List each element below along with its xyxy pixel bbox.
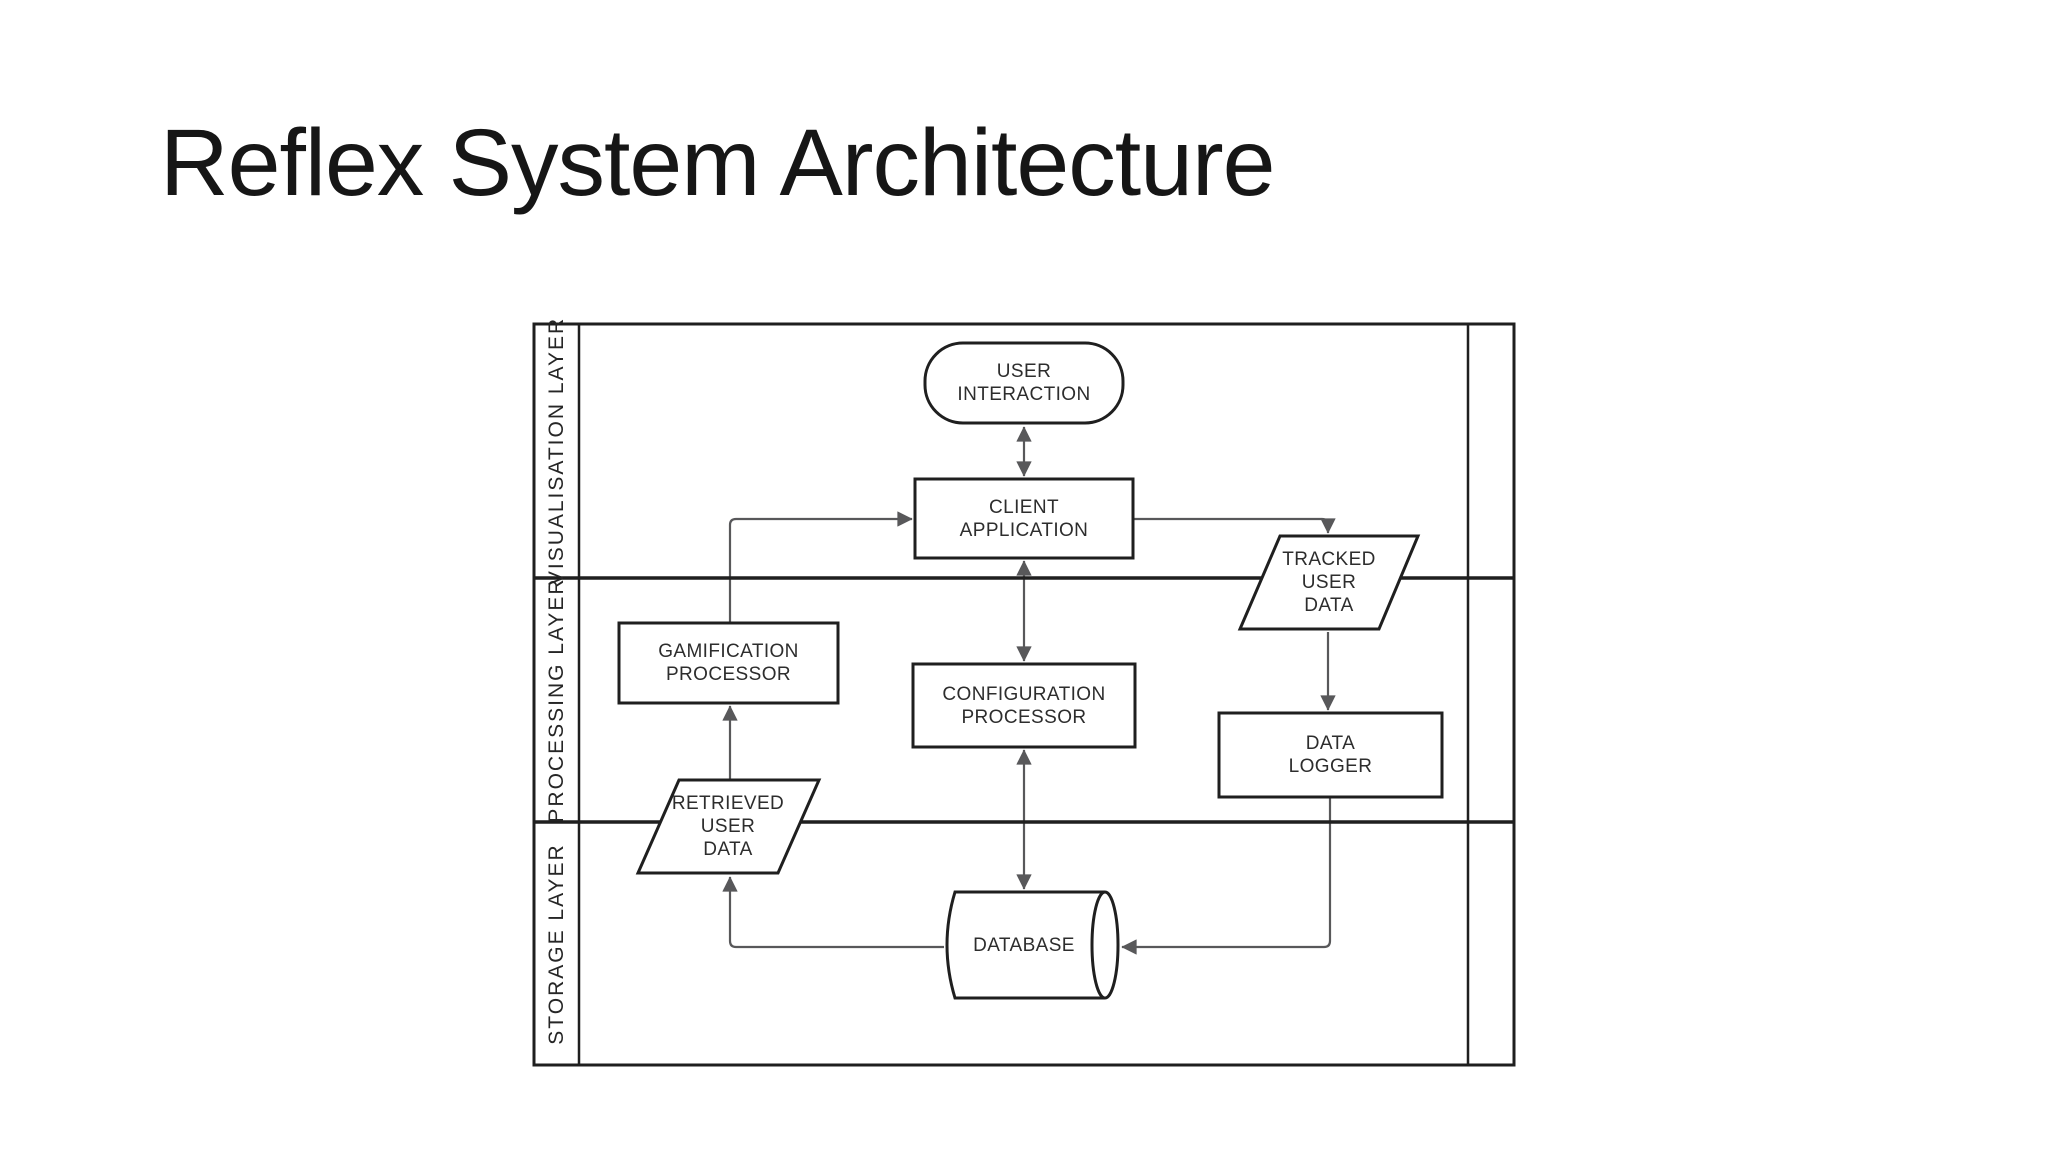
node-label-line: DATA xyxy=(1304,595,1354,616)
node-label-line: DATA xyxy=(1305,733,1356,754)
node-tracked-user-data: TRACKED USER DATA xyxy=(1254,536,1404,629)
node-user-interaction: USER INTERACTION xyxy=(925,343,1123,423)
node-label-line: RETRIEVED xyxy=(671,793,785,814)
node-label-line: DATA xyxy=(703,839,753,860)
node-client-application: CLIENT APPLICATION xyxy=(915,479,1133,558)
node-label-line: PROCESSOR xyxy=(961,706,1087,728)
node-user-interaction-shape xyxy=(923,341,1125,425)
node-data-logger-shape xyxy=(1217,711,1444,799)
node-label-line: INTERACTION xyxy=(957,384,1091,405)
node-label-line: LOGGER xyxy=(1288,756,1373,777)
node-retrieved-user-data: RETRIEVED USER DATA xyxy=(653,780,803,873)
node-label-line: USER xyxy=(700,816,756,837)
node-data-logger: DATA LOGGER xyxy=(1219,713,1442,797)
layer-label-visualisation: VISUALISATION LAYER xyxy=(545,316,568,586)
node-label-line: DATABASE xyxy=(973,934,1075,956)
node-tracked-user-data-shape xyxy=(1237,534,1421,631)
edge-client-application-tracked-user-data-arrow xyxy=(1133,517,1336,534)
node-retrieved-user-data-shape xyxy=(635,778,822,875)
node-gamification-processor: GAMIFICATION PROCESSOR xyxy=(619,623,838,703)
node-configuration-processor-shape xyxy=(911,662,1137,749)
diagram-frame xyxy=(532,322,1516,1067)
node-database: DATABASE xyxy=(944,892,1104,998)
node-label-line: GAMIFICATION xyxy=(658,641,799,662)
node-label-line: TRACKED xyxy=(1282,549,1376,570)
node-database-cylinder-cap xyxy=(1090,890,1120,1000)
node-label-line: CLIENT xyxy=(989,496,1059,518)
node-label-line: PROCESSOR xyxy=(665,664,791,685)
edge-data-logger-database-arrow xyxy=(1121,798,1332,955)
connectors xyxy=(722,426,1336,955)
layer-label-storage: STORAGE LAYER xyxy=(545,843,568,1045)
node-label-line: CONFIGURATION xyxy=(942,683,1106,705)
node-database-cylinder-body xyxy=(945,890,1105,1000)
edge-database-retrieved-user-data-arrow xyxy=(722,876,944,949)
node-gamification-processor-shape xyxy=(617,621,840,705)
page-title: Reflex System Architecture xyxy=(160,110,1275,216)
node-label-line: USER xyxy=(1301,572,1357,593)
node-label-line: APPLICATION xyxy=(959,519,1089,541)
node-label-line: USER xyxy=(996,361,1052,382)
node-configuration-processor: CONFIGURATION PROCESSOR xyxy=(913,664,1135,747)
edge-gamification-processor-client-application-arrow xyxy=(728,511,913,623)
layer-label-processing: PROCESSING LAYER xyxy=(545,577,568,823)
frame-outer-border xyxy=(532,322,1516,1067)
nodes xyxy=(617,341,1444,1000)
node-client-application-shape xyxy=(913,477,1135,560)
